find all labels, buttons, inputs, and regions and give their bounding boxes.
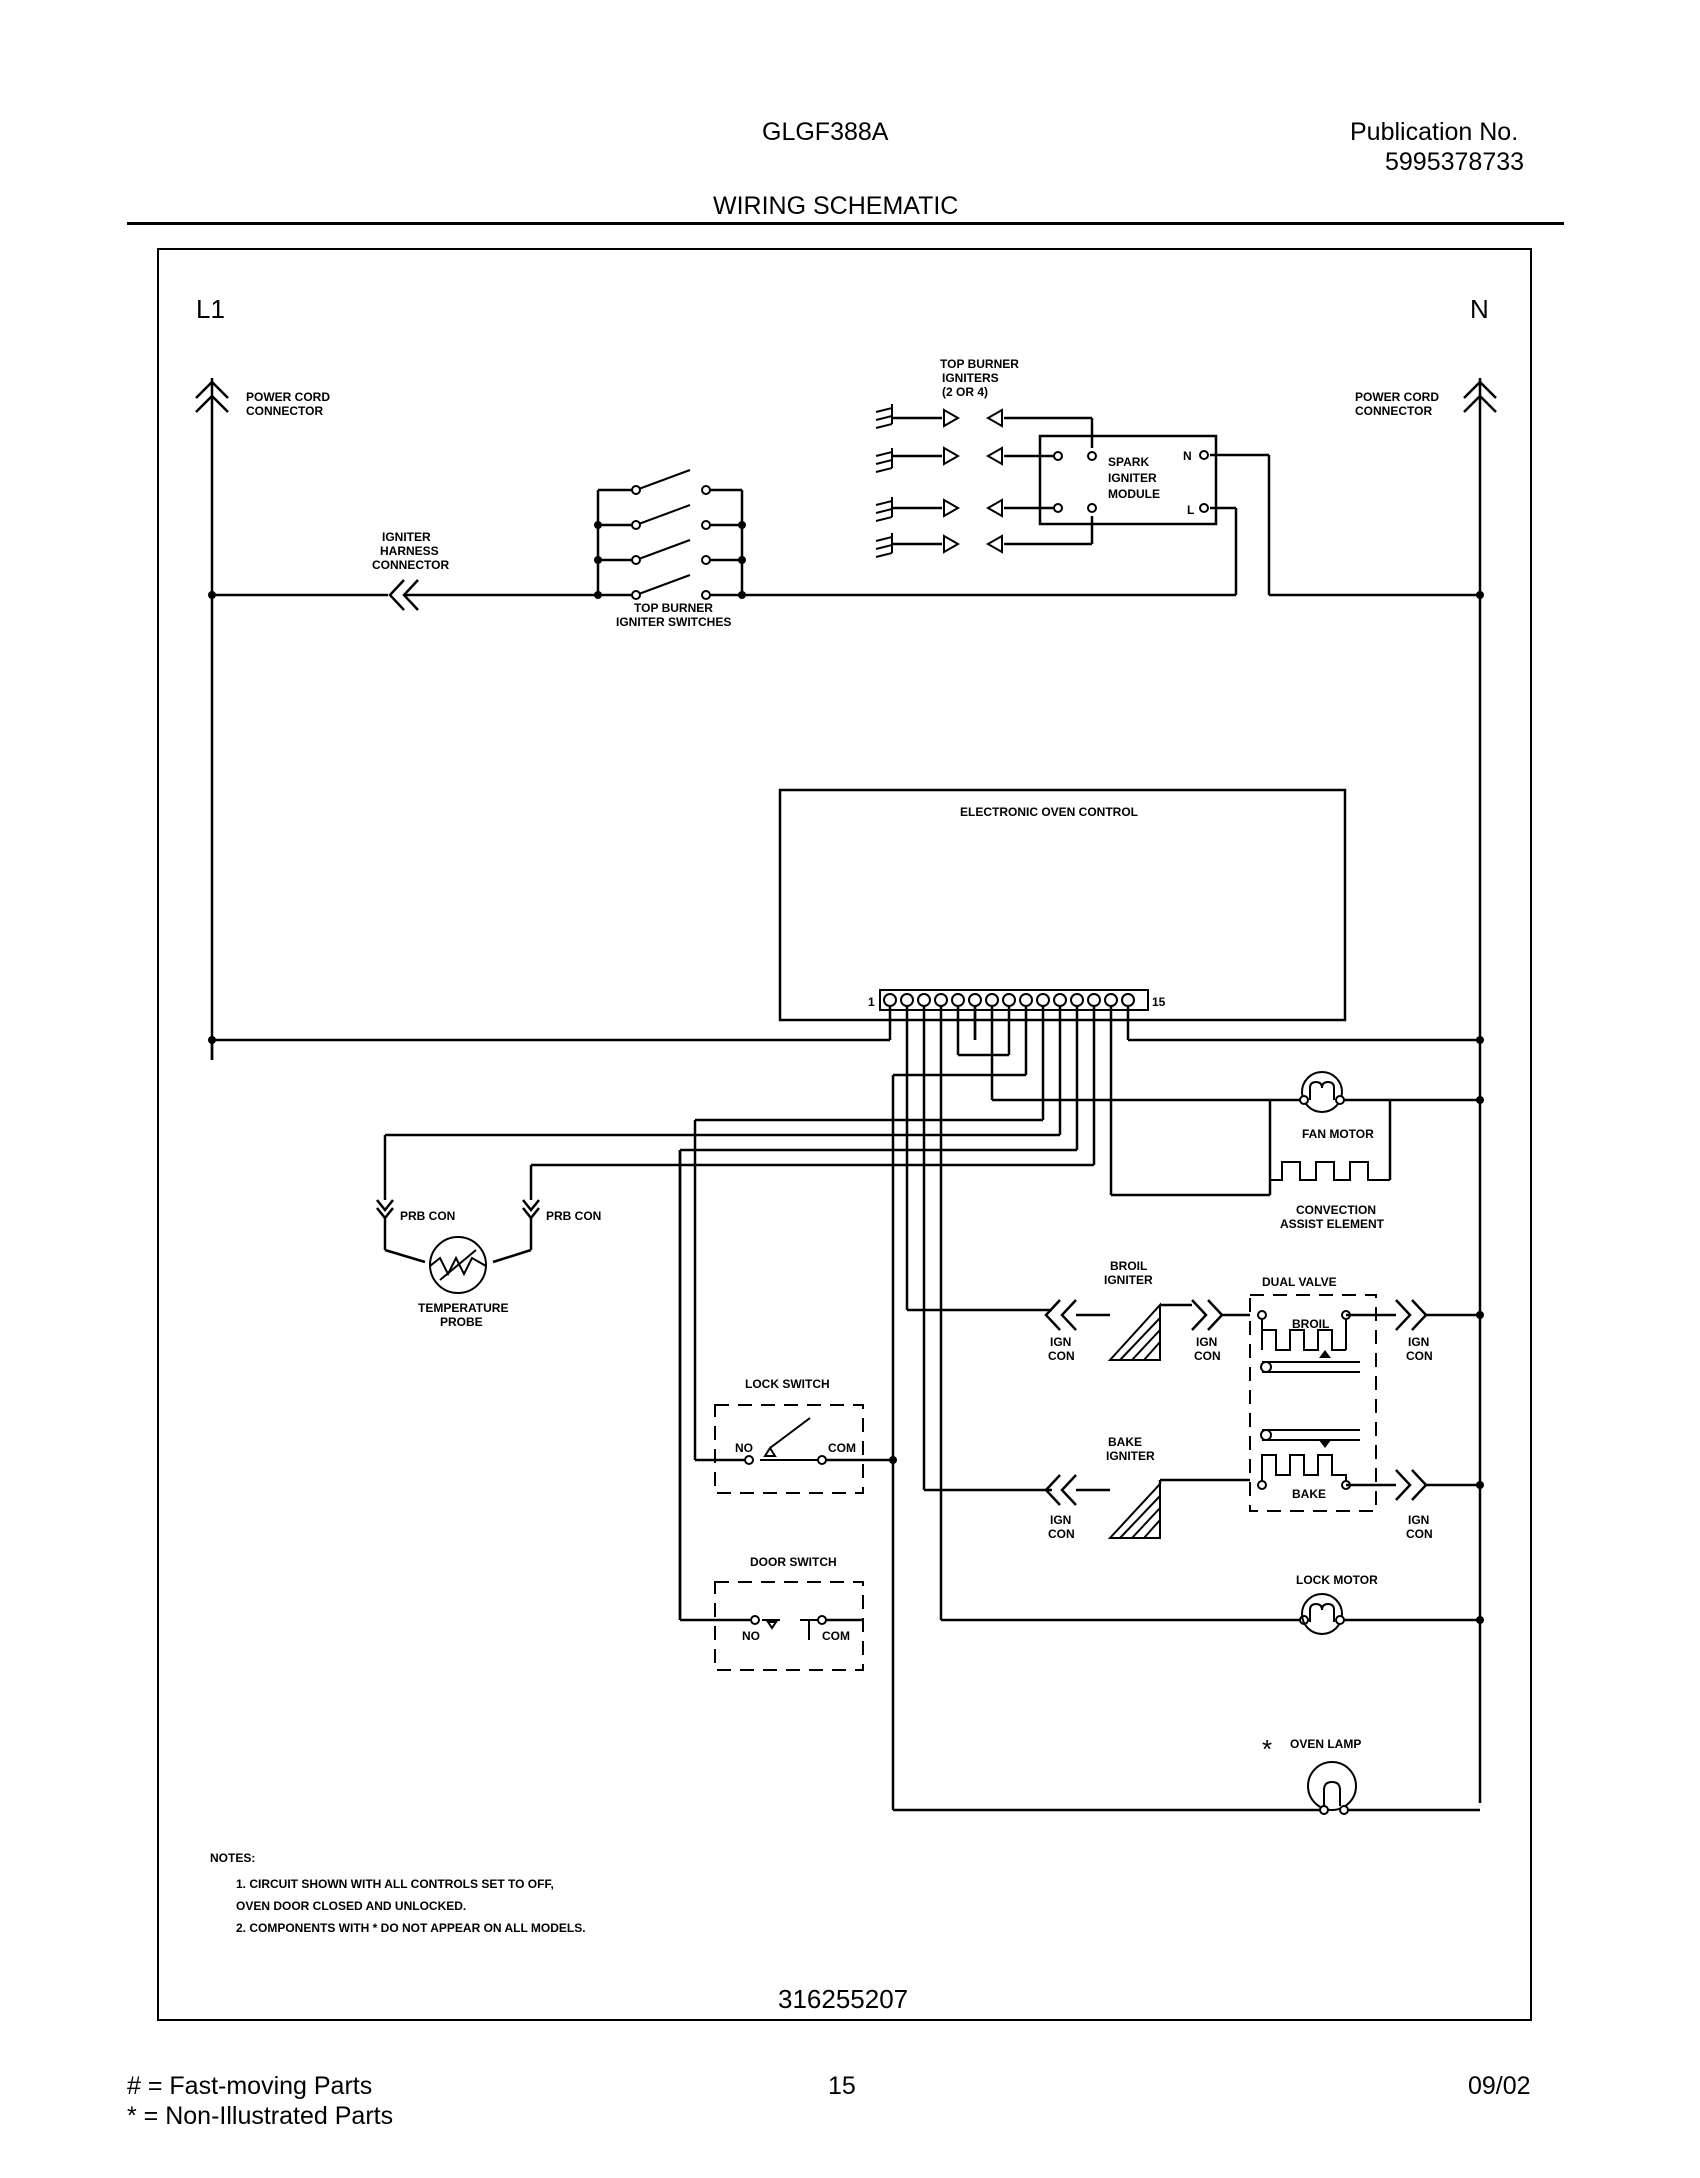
top-burner-igniters xyxy=(875,404,1094,558)
igniter-harness-label-1: IGNITER xyxy=(382,530,431,544)
lock-switch xyxy=(695,1404,897,1494)
convection-label-2: ASSIST ELEMENT xyxy=(1280,1217,1385,1231)
temperature-probe xyxy=(376,1190,540,1294)
legend-non-illustrated: * = Non-Illustrated Parts xyxy=(127,2102,394,2130)
l1-rail xyxy=(195,378,229,1050)
broil-ign-con-left-1: IGN xyxy=(1050,1335,1071,1349)
schematic-frame xyxy=(157,248,1532,2021)
connector-pins xyxy=(883,993,1135,1007)
switches-label-1: TOP BURNER xyxy=(634,601,713,615)
note-2: 2. COMPONENTS WITH * DO NOT APPEAR ON AL… xyxy=(236,1921,586,1935)
valve-ign-con-top-2: CON xyxy=(1406,1349,1433,1363)
broil-ign-con-mid-1: IGN xyxy=(1196,1335,1217,1349)
lock-com-label: COM xyxy=(828,1441,856,1455)
probe-con-left-label: PRB CON xyxy=(400,1209,455,1223)
broil-igniter-label-1: BROIL xyxy=(1110,1259,1147,1273)
page-title: WIRING SCHEMATIC xyxy=(713,192,959,220)
igniter-circuit-wiring xyxy=(212,453,1480,597)
door-switch xyxy=(678,1150,864,1671)
oven-lamp-label: OVEN LAMP xyxy=(1290,1737,1361,1751)
door-com-label: COM xyxy=(822,1629,850,1643)
broil-igniter xyxy=(1044,1299,1250,1361)
revision-date: 09/02 xyxy=(1468,2072,1531,2100)
l1-label: L1 xyxy=(196,294,225,324)
igniters-label-3: (2 OR 4) xyxy=(942,385,988,399)
convection-label-1: CONVECTION xyxy=(1296,1203,1376,1217)
bake-ign-con-left-1: IGN xyxy=(1050,1513,1071,1527)
broil-igniter-label-2: IGNITER xyxy=(1104,1273,1153,1287)
electronic-oven-control xyxy=(778,788,1347,1022)
note-1-line-2: OVEN DOOR CLOSED AND UNLOCKED. xyxy=(236,1899,466,1913)
notes-title: NOTES: xyxy=(210,1851,255,1865)
bake-label: BAKE xyxy=(1292,1487,1326,1501)
igniter-harness-label-2: HARNESS xyxy=(380,544,439,558)
drawing-number: 316255207 xyxy=(778,1984,908,2014)
fan-motor xyxy=(1270,1071,1480,1113)
power-cord-right-1: POWER CORD xyxy=(1355,390,1439,404)
broil-ign-con-left-2: CON xyxy=(1048,1349,1075,1363)
igniters-label-1: TOP BURNER xyxy=(940,357,1019,371)
igniters-label-2: IGNITERS xyxy=(942,371,999,385)
probe-label-1: TEMPERATURE xyxy=(418,1301,508,1315)
broil-label: BROIL xyxy=(1292,1317,1329,1331)
valve-ign-con-top-1: IGN xyxy=(1408,1335,1429,1349)
legend-fast-moving: # = Fast-moving Parts xyxy=(127,2072,373,2100)
top-burner-igniter-switches xyxy=(594,469,746,600)
page-number: 15 xyxy=(828,2072,856,2100)
lock-motor xyxy=(973,1006,1480,1635)
igniter-harness-label-3: CONNECTOR xyxy=(372,558,449,572)
dual-valve-label: DUAL VALVE xyxy=(1262,1275,1337,1289)
lock-motor-label: LOCK MOTOR xyxy=(1296,1573,1378,1587)
control-harness-wiring xyxy=(210,1006,1480,1812)
model-number: GLGF388A xyxy=(762,118,889,146)
probe-con-right-label: PRB CON xyxy=(546,1209,601,1223)
spark-igniter-module xyxy=(1038,434,1218,526)
door-no-label: NO xyxy=(742,1629,760,1643)
spark-label-1: SPARK xyxy=(1108,455,1149,469)
oven-lamp-mark: * xyxy=(1262,1734,1272,1764)
spark-n-label: N xyxy=(1183,449,1192,463)
spark-label-2: IGNITER xyxy=(1108,471,1157,485)
lock-no-label: NO xyxy=(735,1441,753,1455)
valve-ign-con-bottom-2: CON xyxy=(1406,1527,1433,1541)
n-label: N xyxy=(1470,294,1489,324)
convection-assist-element xyxy=(1268,1100,1392,1181)
spark-label-3: MODULE xyxy=(1108,487,1160,501)
oven-lamp xyxy=(1306,1761,1480,1815)
valve-ign-con-bottom-1: IGN xyxy=(1408,1513,1429,1527)
oven-control-label: ELECTRONIC OVEN CONTROL xyxy=(960,805,1138,819)
pin-last-label: 15 xyxy=(1152,995,1166,1009)
publication-number: 5995378733 xyxy=(1385,148,1525,176)
header-rule xyxy=(127,222,1564,225)
bake-igniter-label-1: BAKE xyxy=(1108,1435,1142,1449)
bake-ign-con-left-2: CON xyxy=(1048,1527,1075,1541)
n-rail xyxy=(1463,378,1497,1803)
door-switch-label: DOOR SWITCH xyxy=(750,1555,837,1569)
publication-label: Publication No. xyxy=(1350,118,1519,146)
spark-l-label: L xyxy=(1187,503,1194,517)
switches-label-2: IGNITER SWITCHES xyxy=(616,615,731,629)
lock-switch-label: LOCK SWITCH xyxy=(745,1377,830,1391)
power-cord-left-2: CONNECTOR xyxy=(246,404,323,418)
note-1-line-1: 1. CIRCUIT SHOWN WITH ALL CONTROLS SET T… xyxy=(236,1877,554,1891)
power-cord-right-2: CONNECTOR xyxy=(1355,404,1432,418)
probe-label-2: PROBE xyxy=(440,1315,483,1329)
bake-igniter xyxy=(1044,1474,1250,1539)
dual-valve xyxy=(1249,1294,1480,1512)
igniter-harness-connector xyxy=(388,579,419,611)
bake-igniter-label-2: IGNITER xyxy=(1106,1449,1155,1463)
pin-first-label: 1 xyxy=(868,995,875,1009)
power-cord-left-1: POWER CORD xyxy=(246,390,330,404)
fan-motor-label: FAN MOTOR xyxy=(1302,1127,1374,1141)
rail-junctions xyxy=(208,591,1484,1624)
broil-ign-con-mid-2: CON xyxy=(1194,1349,1221,1363)
